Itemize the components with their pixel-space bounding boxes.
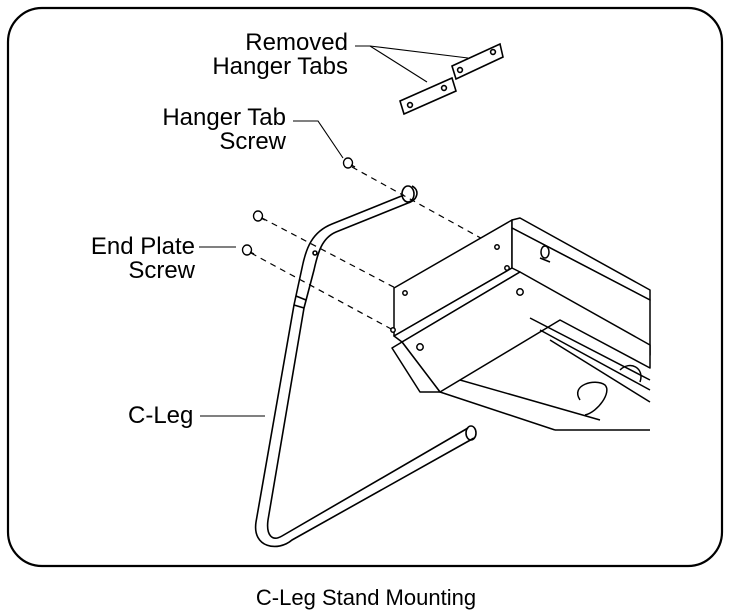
dashed-screw-paths (250, 166, 498, 331)
removed-hanger-tabs (399, 42, 504, 116)
label-end-plate-screw-line2: Screw (128, 257, 195, 284)
hanger-tab-screw (342, 157, 356, 169)
end-plate-screw-lower (241, 244, 255, 256)
label-removed-hanger-tabs: Removed Hanger Tabs (180, 31, 348, 79)
leader-lines (199, 45, 469, 417)
label-c-leg: C-Leg (128, 404, 193, 428)
fixture-housing (390, 217, 651, 431)
label-hanger-tab-screw-line2: Screw (219, 128, 286, 155)
label-removed-hanger-tabs-line1: Removed (245, 29, 348, 56)
screws (241, 157, 356, 256)
label-hanger-tab-screw-line1: Hanger Tab (162, 104, 286, 131)
label-c-leg-text: C-Leg (128, 402, 194, 429)
figure-caption: C-Leg Stand Mounting (255, 585, 477, 610)
label-hanger-tab-screw: Hanger Tab Screw (120, 106, 286, 154)
end-plate-screw-upper (252, 210, 266, 222)
label-removed-hanger-tabs-line2: Hanger Tabs (212, 53, 348, 80)
label-end-plate-screw-line1: End Plate (90, 233, 195, 260)
diagram-border (6, 6, 724, 568)
label-end-plate-screw: End Plate Screw (60, 235, 195, 283)
c-leg (254, 185, 477, 548)
